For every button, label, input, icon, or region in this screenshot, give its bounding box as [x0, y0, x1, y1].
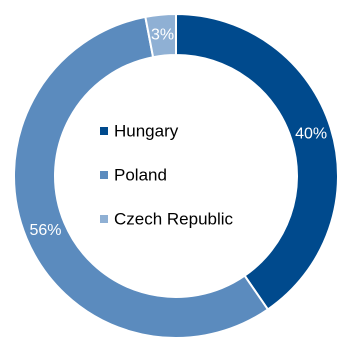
value-label-poland: 56%	[29, 222, 61, 239]
legend-label-hungary: Hungary	[114, 122, 179, 141]
legend-swatch-poland	[100, 171, 108, 179]
slice-poland	[13, 15, 270, 339]
slice-hungary	[175, 12, 338, 311]
value-label-czech-republic: 3%	[151, 27, 174, 44]
legend-swatch-hungary	[100, 127, 108, 135]
legend-label-poland: Poland	[114, 166, 167, 185]
donut-slices	[13, 12, 338, 339]
slice-labels: 40% 56% 3%	[29, 27, 327, 240]
legend-label-czech-republic: Czech Republic	[114, 210, 234, 229]
value-label-hungary: 40%	[295, 125, 327, 142]
slice-czech-republic	[144, 12, 177, 59]
legend-swatch-czech-republic	[100, 215, 108, 223]
